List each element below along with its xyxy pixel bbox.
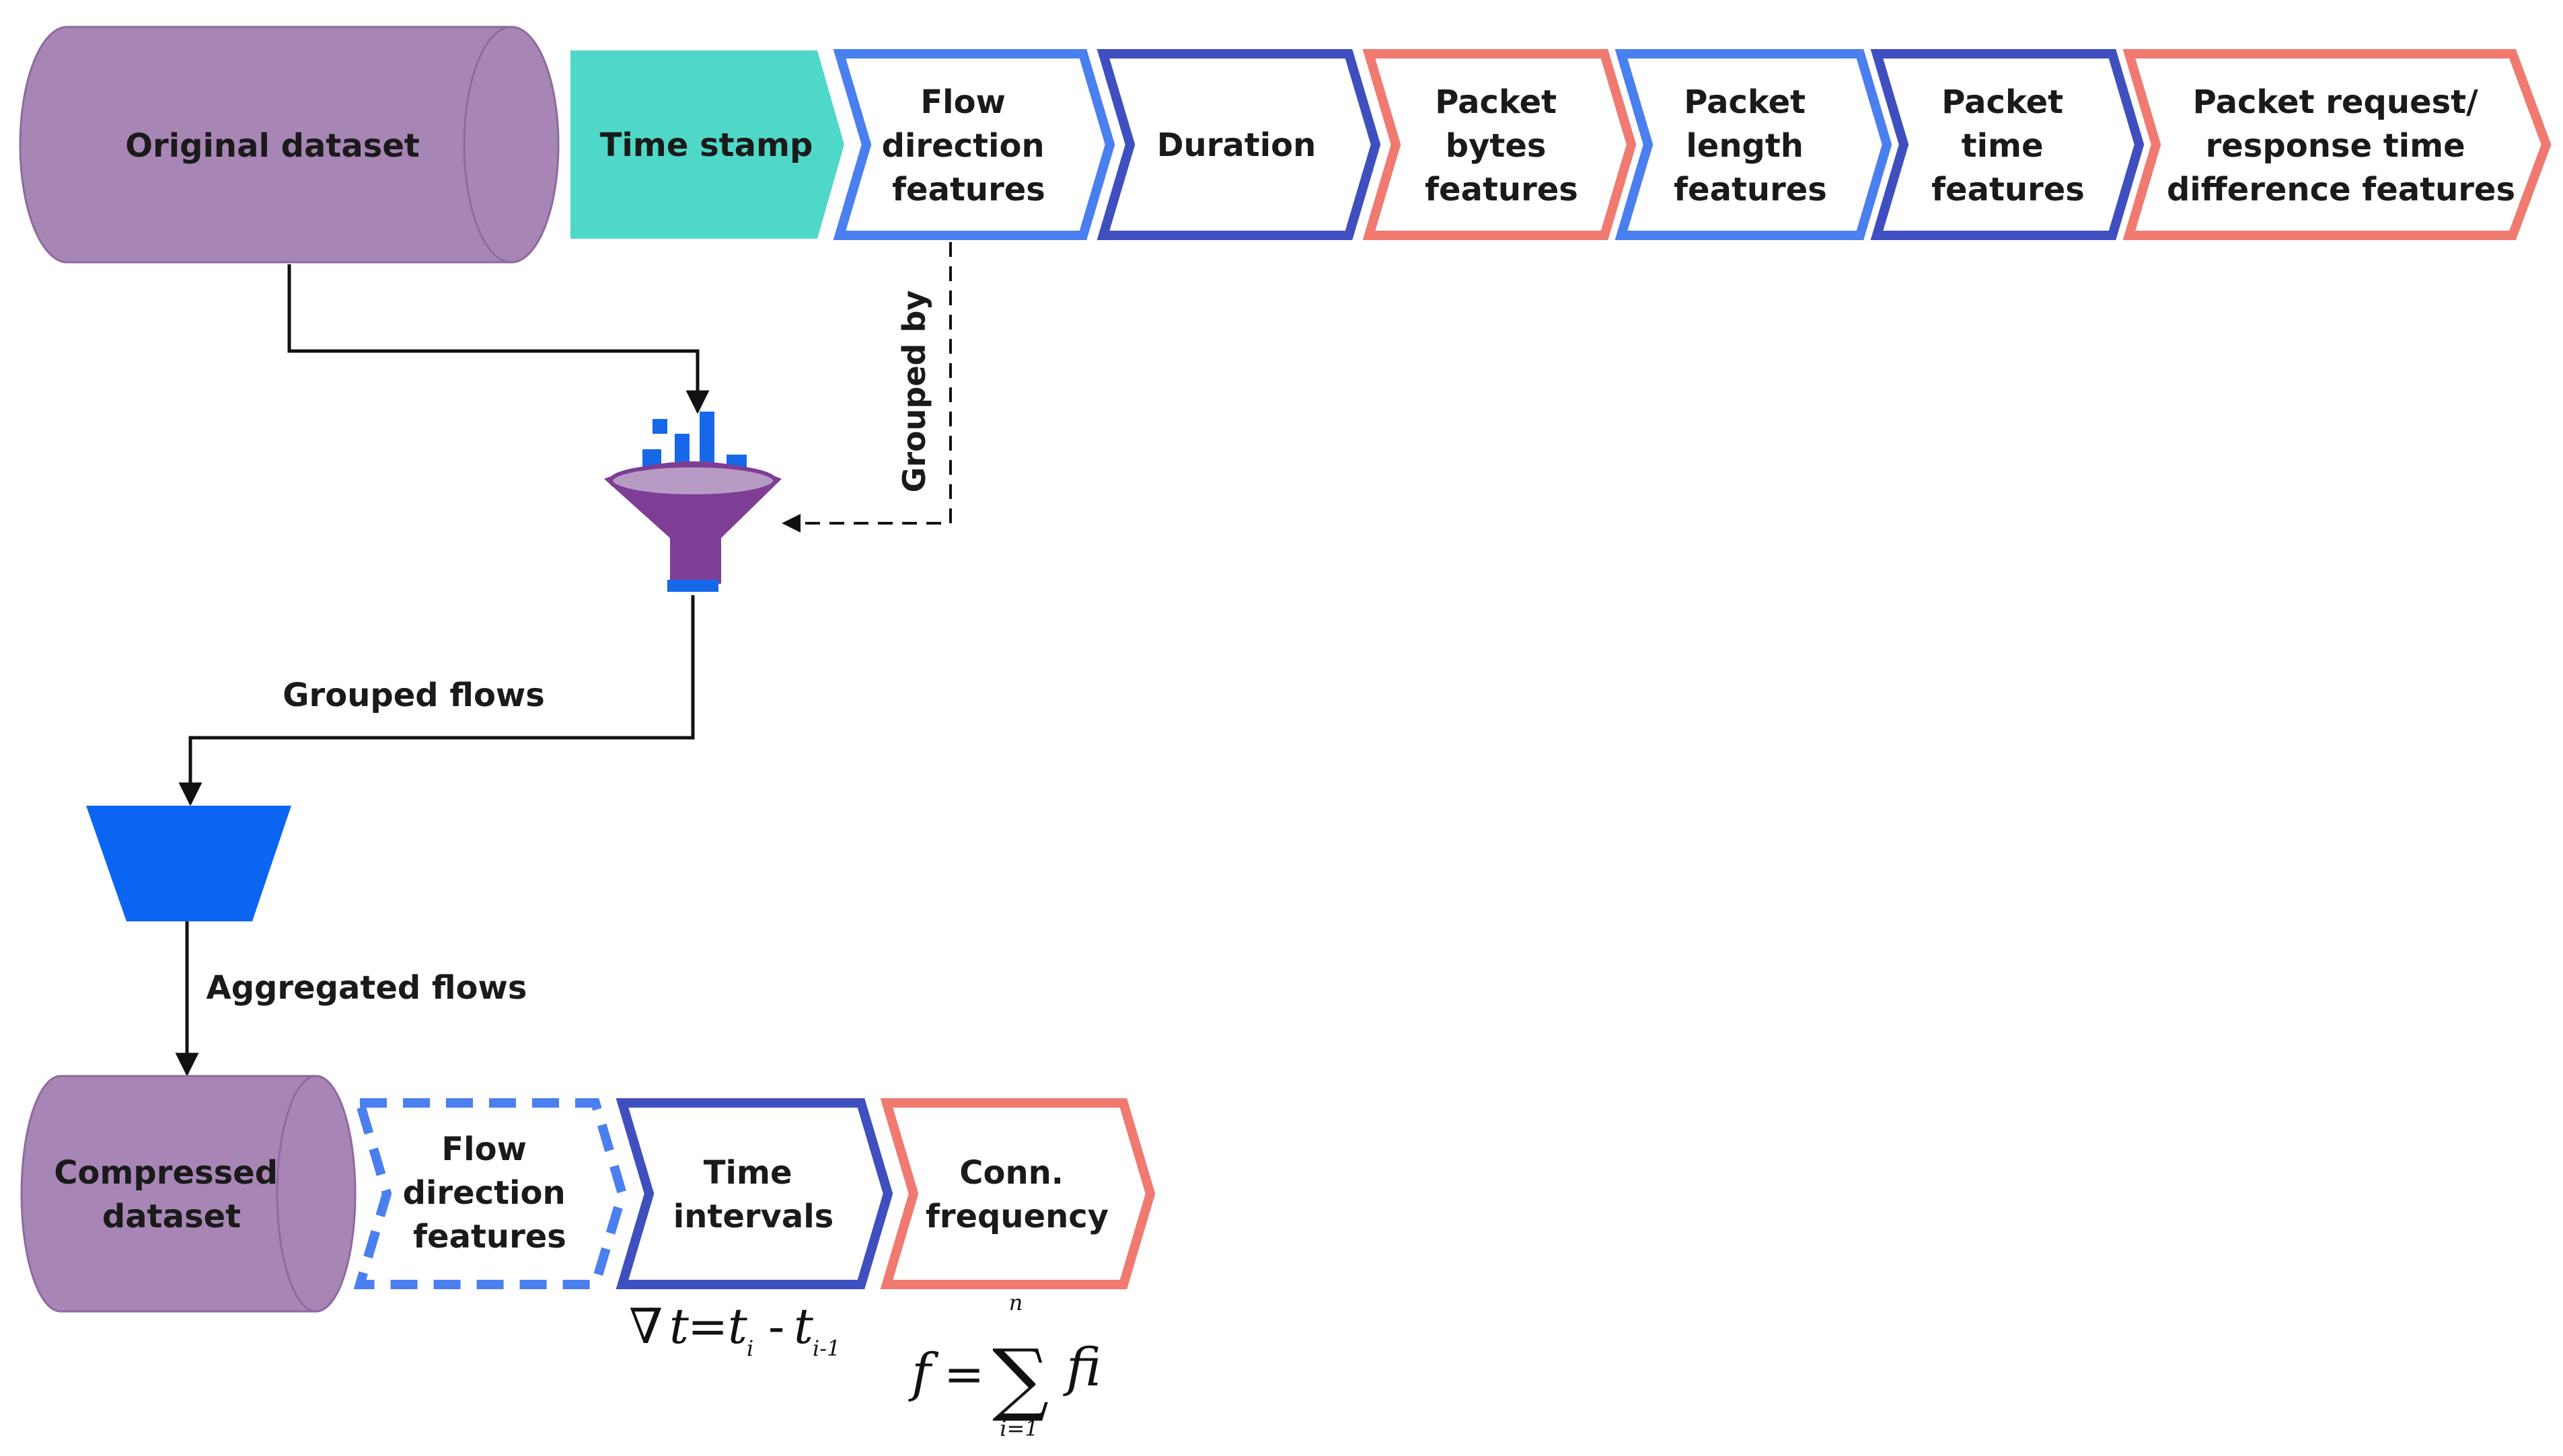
- formula-freq-eq: =: [944, 1346, 984, 1402]
- step-time-stamp: Time stamp: [570, 50, 844, 239]
- step-flow-direction-compressed: Flow direction features: [353, 1098, 628, 1289]
- edge-original-to-funnel: [287, 264, 710, 414]
- formula-t: t: [669, 1298, 690, 1354]
- formula-minus: -: [768, 1298, 784, 1354]
- step-duration-label: Duration: [1157, 126, 1316, 164]
- edge-funnel-to-aggregator: [178, 595, 695, 806]
- step-flow-direction-label: Flow direction features: [882, 83, 1056, 208]
- grouped-flows-label: Grouped flows: [283, 677, 545, 714]
- formula-sub-i: i: [747, 1336, 753, 1361]
- sigma-lower: i=1: [1000, 1416, 1038, 1441]
- step-flow-direction: Flow direction features: [833, 49, 1115, 240]
- filter-funnel-icon: [604, 412, 782, 592]
- aggregated-flows-label: Aggregated flows: [207, 969, 527, 1007]
- compressed-dataset-cylinder: Compressed dataset: [20, 1075, 357, 1313]
- step-packet-request-response-label: Packet request/ response time difference…: [2167, 83, 2515, 208]
- formula-eq: =: [688, 1298, 728, 1354]
- sigma-symbol: ∑: [992, 1332, 1049, 1424]
- edge-grouped-by: [782, 242, 952, 533]
- nabla-symbol: ∇: [629, 1298, 663, 1354]
- step-packet-time: Packet time features: [1870, 49, 2145, 240]
- original-dataset-label: Original dataset: [125, 127, 420, 165]
- step-flow-direction-compressed-label: Flow direction features: [403, 1131, 577, 1256]
- step-packet-bytes-label: Packet bytes features: [1425, 83, 1578, 208]
- sigma-upper: n: [1009, 1290, 1023, 1315]
- step-packet-length: Packet length features: [1614, 49, 1892, 240]
- step-conn-frequency-label: Conn. frequency: [926, 1154, 1109, 1235]
- step-conn-frequency: Conn. frequency: [880, 1098, 1156, 1289]
- step-time-intervals-label: Time intervals: [673, 1154, 834, 1235]
- step-packet-bytes: Packet bytes features: [1362, 49, 1637, 240]
- formula-fi: fi: [1063, 1338, 1101, 1398]
- formula-t-i: t: [728, 1298, 748, 1354]
- formula-t-im1: t: [794, 1298, 814, 1354]
- original-dataset-cylinder: Original dataset: [19, 26, 560, 264]
- step-packet-time-label: Packet time features: [1931, 83, 2085, 208]
- formula-sub-im1: i-1: [813, 1336, 840, 1361]
- formula-f: f: [908, 1343, 939, 1404]
- time-interval-formula: ∇ t = t i - t i-1: [629, 1298, 840, 1361]
- step-duration: Duration: [1097, 49, 1381, 240]
- aggregator-trapezoid-icon: [86, 806, 291, 921]
- step-time-stamp-label: Time stamp: [600, 126, 813, 164]
- frequency-formula: f = ∑ n i=1 fi: [908, 1290, 1101, 1441]
- compressed-dataset-label: Compressed dataset: [54, 1154, 289, 1235]
- grouped-by-label: Grouped by: [896, 291, 932, 493]
- step-packet-length-label: Packet length features: [1674, 83, 1827, 208]
- step-time-intervals: Time intervals: [616, 1098, 893, 1289]
- step-packet-request-response: Packet request/ response time difference…: [2122, 49, 2552, 240]
